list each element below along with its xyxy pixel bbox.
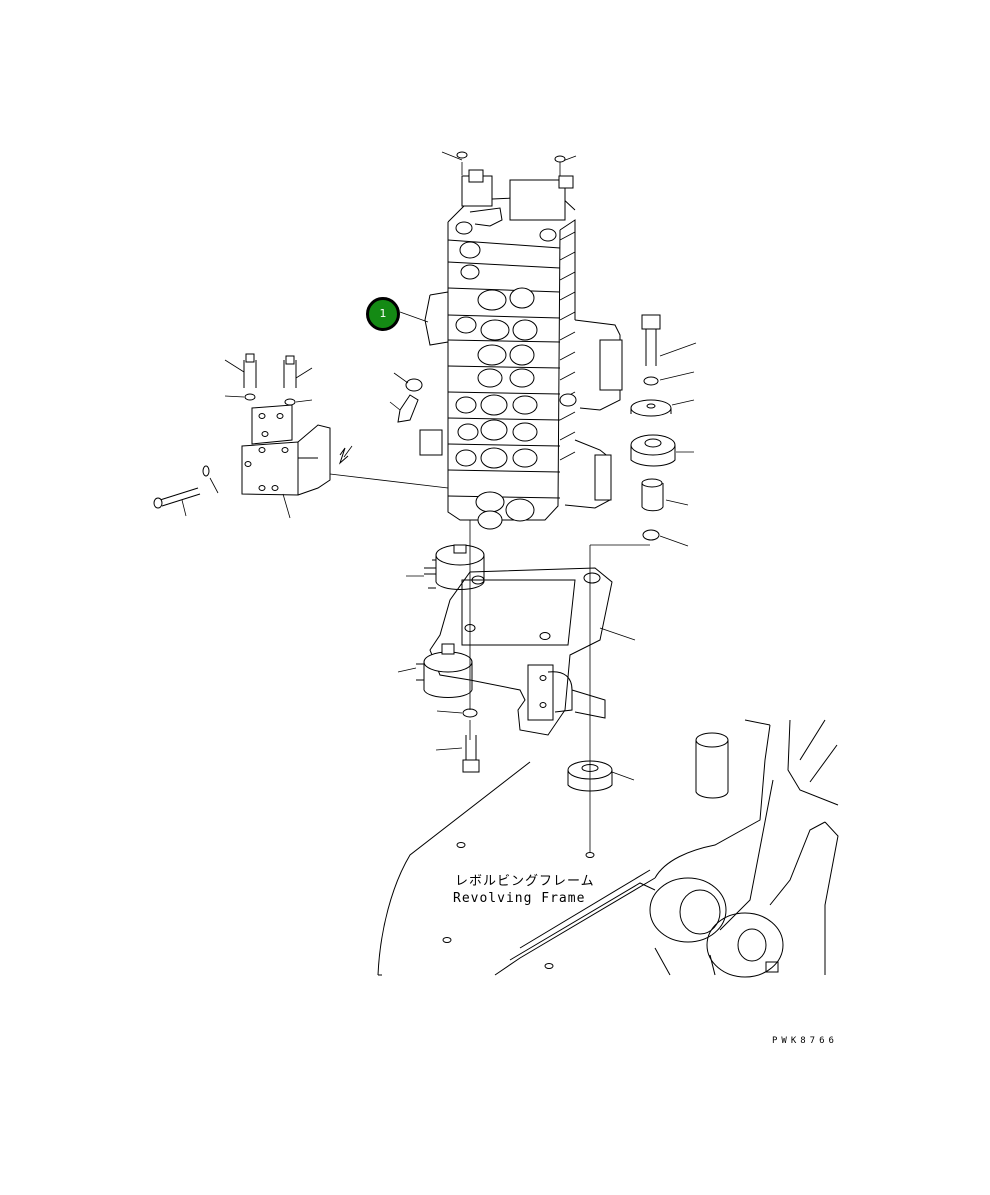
part-callout-1[interactable]: 1 <box>366 297 400 331</box>
drawing-code: PWK8766 <box>772 1036 838 1046</box>
right-parts <box>397 314 676 792</box>
revolving-frame-label-english: Revolving Frame <box>453 891 586 906</box>
mounting-bracket <box>416 544 613 736</box>
leader-lines <box>181 151 697 852</box>
revolving-frame-label-japanese: レボルビングフレーム <box>455 874 595 889</box>
spool-group <box>455 241 538 530</box>
pilot-block <box>153 353 349 509</box>
control-valve-body <box>419 169 623 530</box>
revolving-frame <box>377 719 839 978</box>
part-callout-1-label: 1 <box>379 307 387 320</box>
